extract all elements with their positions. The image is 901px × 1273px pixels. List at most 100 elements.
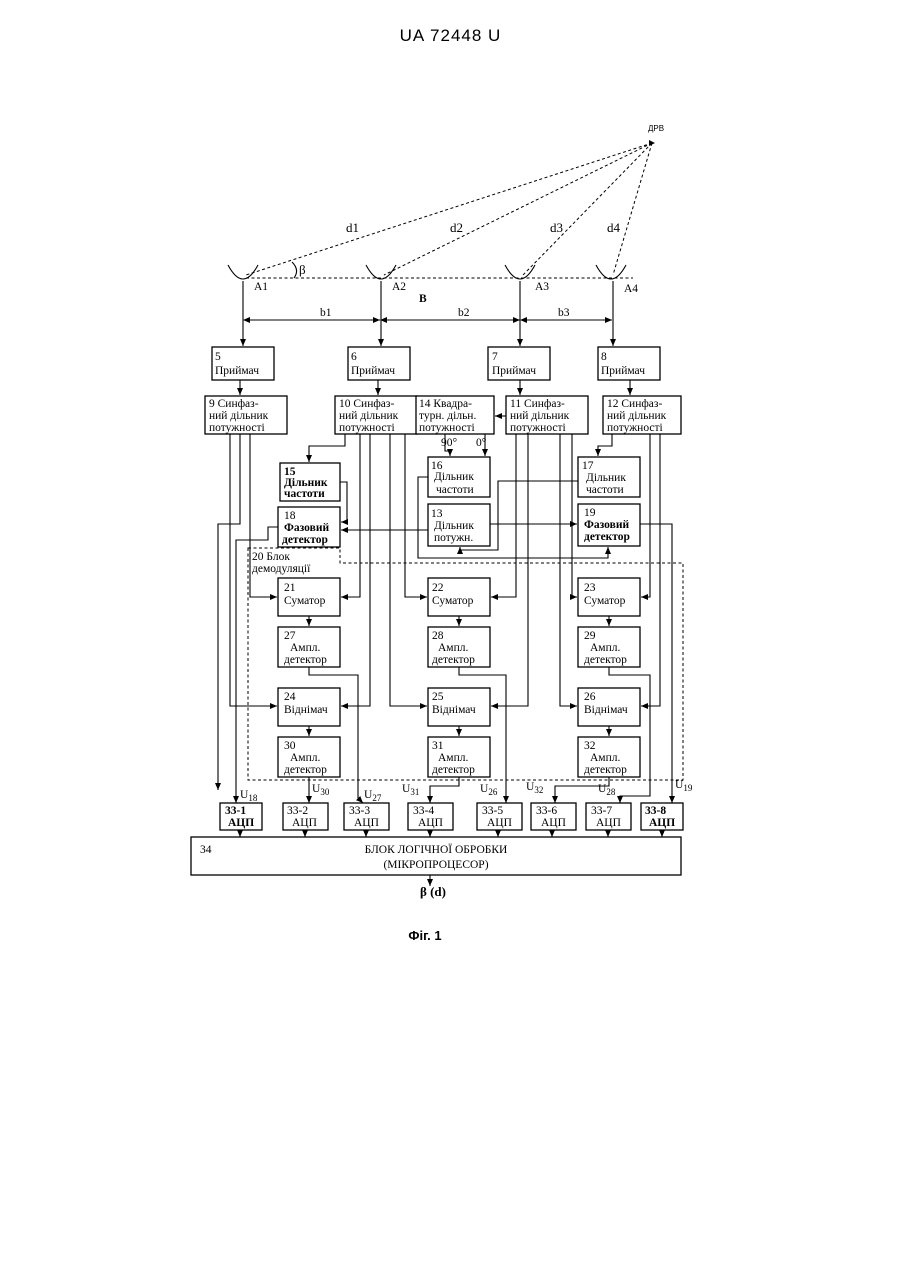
amp31-num: 31 xyxy=(432,740,444,752)
signal-u26: U26 xyxy=(480,783,498,797)
divider-11: 11 Синфаз- ний дільник потужності xyxy=(506,396,588,434)
phase-detector-19: 19 Фазовий детектор xyxy=(578,504,640,546)
signal-u30: U30 xyxy=(312,783,330,797)
adc1-num: 33-1 xyxy=(225,805,246,817)
phase19-line2: детектор xyxy=(584,531,630,543)
divider-12: 12 Синфаз- ний дільник потужності xyxy=(603,396,681,434)
amp27-num: 27 xyxy=(284,630,296,642)
subtractor-25: 25 Віднімач xyxy=(428,688,490,726)
adc-33-1: 33-1 АЦП xyxy=(220,803,262,830)
signal-u18: U18 xyxy=(240,789,258,803)
freq16-line1: Дільник xyxy=(434,471,474,483)
divider-10: 10 Синфаз- ний дільник потужності xyxy=(335,396,417,434)
amp29-line2: детектор xyxy=(584,654,627,666)
sub25-num: 25 xyxy=(432,691,444,703)
subtractor-24: 24 Віднімач xyxy=(278,688,340,726)
divider-12-line1: 12 Синфаз- xyxy=(607,398,662,410)
distance-d3: d3 xyxy=(550,220,563,235)
distance-d2: d2 xyxy=(450,220,463,235)
adc7-num: 33-7 xyxy=(591,805,612,817)
freq17-line1: Дільник xyxy=(586,472,626,484)
receiver-6-num: 6 xyxy=(351,351,357,363)
signal-labels: U18 U30 U27 U31 U26 U32 U28 U19 xyxy=(240,779,693,803)
sub25-label: Віднімач xyxy=(432,704,476,716)
sub26-num: 26 xyxy=(584,691,596,703)
amp32-line2: детектор xyxy=(584,764,627,776)
antenna-a4: A4 xyxy=(624,283,638,295)
base-b3: b3 xyxy=(558,307,570,319)
quad-line2: турн. дільн. xyxy=(419,410,476,422)
source-rays xyxy=(246,140,655,278)
logic-block-34: 34 БЛОК ЛОГІЧНОЇ ОБРОБКИ (МІКРОПРОЦЕСОР) xyxy=(191,837,681,875)
quad-line1: 14 Квадра- xyxy=(419,398,472,410)
freq15-line2: частоти xyxy=(284,488,325,500)
amp32-line1: Ампл. xyxy=(590,752,620,764)
divider-9-line2: ний дільник xyxy=(209,410,269,422)
source-label: ДРВ xyxy=(648,124,664,133)
phase19-line1: Фазовий xyxy=(584,519,629,531)
amp31-line1: Ампл. xyxy=(438,752,468,764)
antenna-a2: A2 xyxy=(392,281,406,293)
phase19-num: 19 xyxy=(584,507,596,519)
antenna-a1: A1 xyxy=(254,281,268,293)
adc-33-3: 33-3 АЦП xyxy=(344,803,389,830)
adc8-label: АЦП xyxy=(649,817,675,829)
adder22-label: Суматор xyxy=(432,595,474,607)
adc6-num: 33-6 xyxy=(536,805,557,817)
adc-33-7: 33-7 АЦП xyxy=(586,803,631,830)
adc3-num: 33-3 xyxy=(349,805,370,817)
base-b1: b1 xyxy=(320,307,332,319)
sub26-label: Віднімач xyxy=(584,704,628,716)
adder23-num: 23 xyxy=(584,582,596,594)
freq17-num: 17 xyxy=(582,460,594,472)
signal-u19: U19 xyxy=(675,779,693,793)
divider-11-line1: 11 Синфаз- xyxy=(510,398,565,410)
adder-22: 22 Суматор xyxy=(428,578,490,616)
quad-line3: потужності xyxy=(419,422,475,434)
angle-arc xyxy=(292,262,297,278)
amp27-line2: детектор xyxy=(284,654,327,666)
adc5-num: 33-5 xyxy=(482,805,503,817)
adder21-num: 21 xyxy=(284,582,296,594)
receiver-7-num: 7 xyxy=(492,351,498,363)
divider-12-line2: ний дільник xyxy=(607,410,667,422)
freq-divider-17: 17 Дільник частоти xyxy=(578,457,640,497)
pdiv13-line2: потужн. xyxy=(434,532,473,544)
amp-detector-30: 30 Ампл. детектор xyxy=(278,737,340,777)
amp32-num: 32 xyxy=(584,740,596,752)
amp29-line1: Ампл. xyxy=(590,642,620,654)
adc8-num: 33-8 xyxy=(645,805,666,817)
adder23-label: Суматор xyxy=(584,595,626,607)
demod-line2: демодуляції xyxy=(252,563,311,575)
base-b2: b2 xyxy=(458,307,470,319)
adder21-label: Суматор xyxy=(284,595,326,607)
adc4-num: 33-4 xyxy=(413,805,434,817)
adc2-num: 33-2 xyxy=(287,805,308,817)
amp28-line1: Ампл. xyxy=(438,642,468,654)
adc3-label: АЦП xyxy=(354,817,379,829)
receiver-6: 6 Приймач xyxy=(348,347,410,380)
amp28-line2: детектор xyxy=(432,654,475,666)
divider-10-line1: 10 Синфаз- xyxy=(339,398,394,410)
receiver-to-divider-lines xyxy=(240,380,630,395)
pdiv13-num: 13 xyxy=(431,508,443,520)
adc5-label: АЦП xyxy=(487,817,512,829)
freq17-line2: частоти xyxy=(586,484,624,496)
sub24-label: Віднімач xyxy=(284,704,328,716)
angle-beta: β xyxy=(299,262,306,277)
figure-caption: Фіг. 1 xyxy=(0,928,850,943)
freq-divider-15: 15 Дільник частоти xyxy=(280,463,340,501)
distance-d4: d4 xyxy=(607,220,621,235)
receiver-5-num: 5 xyxy=(215,351,221,363)
receiver-8-label: Приймач xyxy=(601,365,645,377)
divider-12-line3: потужності xyxy=(607,422,663,434)
adder-23: 23 Суматор xyxy=(578,578,640,616)
receiver-8-num: 8 xyxy=(601,351,607,363)
amp-detector-27: 27 Ампл. детектор xyxy=(278,627,340,667)
adc6-label: АЦП xyxy=(541,817,566,829)
amp27-line1: Ампл. xyxy=(290,642,320,654)
amp-detector-31: 31 Ампл. детектор xyxy=(428,737,490,777)
divider-11-line2: ний дільник xyxy=(510,410,570,422)
logic-line2: (МІКРОПРОЦЕСОР) xyxy=(383,859,488,871)
